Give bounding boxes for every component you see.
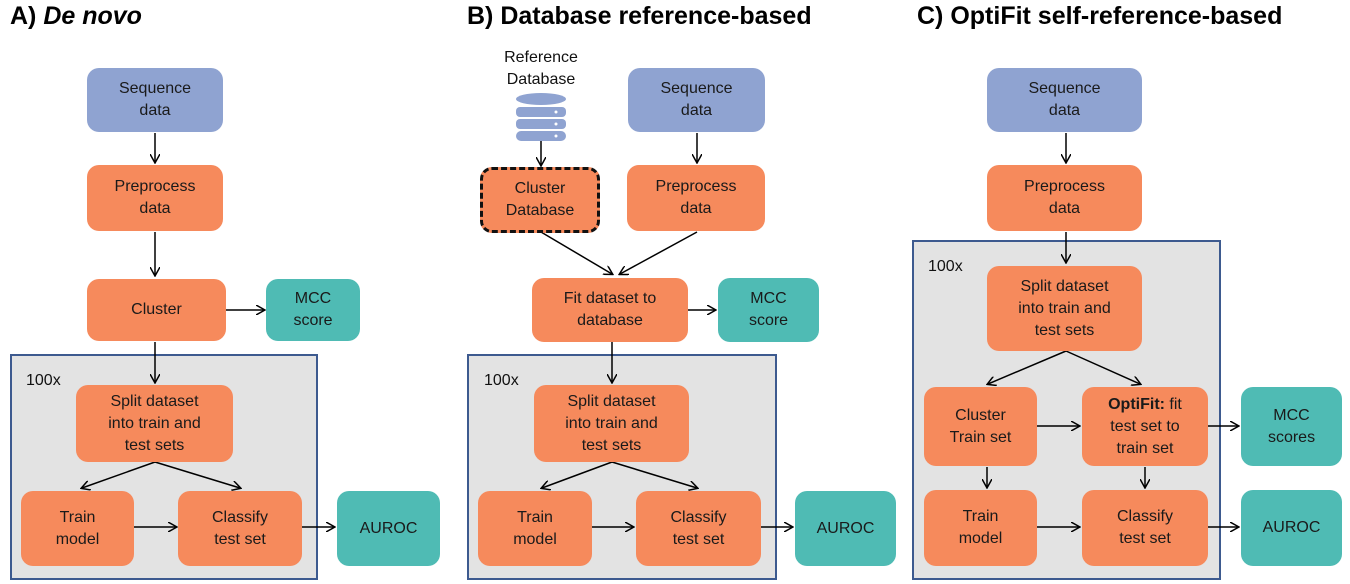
c-mcc-scores-box: MCC scores (1241, 387, 1342, 466)
panel-a-title: A) De novo (10, 2, 142, 30)
b-cluster-database-box: Cluster Database (480, 167, 600, 233)
a-classify-test-set-box: Classify test set (178, 491, 302, 566)
b-classify-test-set-box: Classify test set (636, 491, 761, 566)
c-auroc-box: AUROC (1241, 490, 1342, 566)
optifit-bold-label: OptiFit: (1108, 395, 1165, 413)
c-classify-test-set-box: Classify test set (1082, 490, 1208, 566)
a-preprocess-data-box: Preprocess data (87, 165, 223, 231)
panel-c-loop-label: 100x (928, 258, 963, 275)
b-reference-database-label: Reference Database (504, 49, 578, 88)
panel-a-loop-label: 100x (26, 372, 61, 389)
a-split-dataset-box: Split dataset into train and test sets (76, 385, 233, 462)
b-sequence-data-box: Sequence data (628, 68, 765, 132)
c-cluster-train-set-box: Cluster Train set (924, 387, 1037, 466)
b-preprocess-data-box: Preprocess data (627, 165, 765, 231)
c-train-model-box: Train model (924, 490, 1037, 566)
a-auroc-box: AUROC (337, 491, 440, 566)
a-sequence-data-box: Sequence data (87, 68, 223, 132)
panel-b-loop-label: 100x (484, 372, 519, 389)
b-train-model-box: Train model (478, 491, 592, 566)
c-preprocess-data-box: Preprocess data (987, 165, 1142, 231)
panel-c-title: C) OptiFit self-reference-based (917, 2, 1283, 30)
c-optifit-box: OptiFit: fit test set to train set (1082, 387, 1208, 466)
a-train-model-box: Train model (21, 491, 134, 566)
database-icon (516, 93, 566, 141)
b-split-dataset-box: Split dataset into train and test sets (534, 385, 689, 462)
optifit-rest-label: fit test set to train set (1110, 395, 1182, 457)
c-sequence-data-box: Sequence data (987, 68, 1142, 132)
a-cluster-box: Cluster (87, 279, 226, 341)
a-mcc-score-box: MCC score (266, 279, 360, 341)
b-auroc-box: AUROC (795, 491, 896, 566)
panel-b-title: B) Database reference-based (467, 2, 812, 30)
c-split-dataset-box: Split dataset into train and test sets (987, 266, 1142, 351)
b-fit-dataset-box: Fit dataset to database (532, 278, 688, 342)
b-mcc-score-box: MCC score (718, 278, 819, 342)
